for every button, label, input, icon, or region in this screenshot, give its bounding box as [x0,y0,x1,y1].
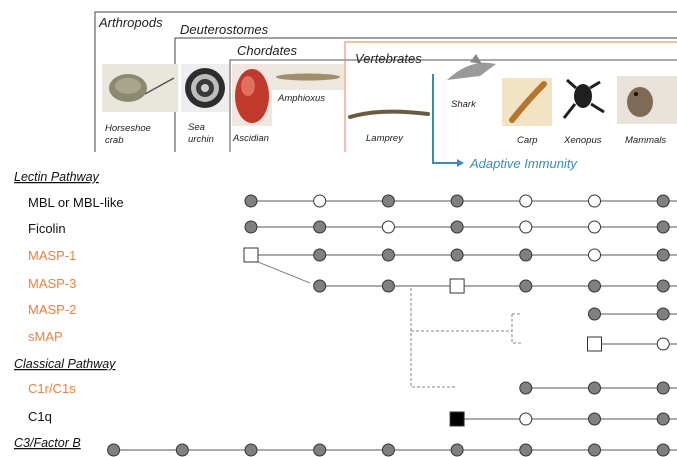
filled-circle-mark [588,412,601,426]
filled-circle-mark [519,443,533,457]
filled-circle-mark [656,194,670,208]
row-label-masp-2: MASP-2 [28,302,76,317]
amphioxus-image [272,64,344,90]
carp-image [502,78,552,126]
taxon-label-amphioxus: Amphioxus [277,93,325,104]
filled-circle-mark [107,443,121,457]
filled-circle-mark [381,194,395,208]
clade-label-chordates: Chordates [237,43,297,58]
filled-circle-mark [313,220,327,234]
filled-circle-mark [656,220,670,234]
open-circle-mark [588,220,601,234]
taxon-label-lamprey: Lamprey [366,133,404,144]
filled-circle-mark [450,194,464,208]
taxon-label-shark: Shark [451,99,477,110]
row-label-masp-3: MASP-3 [28,276,76,291]
filled-circle-mark [175,443,189,457]
open-circle-mark [381,220,395,234]
classical-pathway-heading: Classical Pathway [14,357,116,371]
row-label-mbl: MBL or MBL-like [28,195,124,210]
clade-label-deuterostomes: Deuterostomes [180,22,269,37]
taxon-label-ascidian: Ascidian [232,133,269,144]
filled-circle-mark [244,443,258,457]
row-label-c1r-c1s: C1r/C1s [28,381,76,396]
horseshoe-crab-image [102,64,178,112]
filled-circle-mark [313,279,327,293]
open-circle-mark [588,248,601,262]
filled-circle-mark [313,443,327,457]
adaptive-immunity-marker: Adaptive Immunity [432,74,578,171]
filled-circle-mark [244,220,258,234]
mammals-image [617,76,677,124]
open-circle-mark [656,337,670,351]
row-label-c1q: C1q [28,409,52,424]
shark-image [447,54,496,80]
filled-circle-mark [656,412,670,426]
taxon-label-xenopus: Xenopus [563,135,602,146]
filled-circle-mark [588,443,601,457]
clade-label-vertebrates: Vertebrates [355,51,422,66]
filled-circle-mark [519,381,533,395]
lectin-pathway-heading: Lectin Pathway [14,170,100,184]
filled-circle-mark [656,279,670,293]
open-square-mark [449,278,465,294]
filled-circle-mark [656,381,670,395]
filled-circle-mark [450,248,464,262]
filled-circle-mark [313,248,327,262]
open-square-mark [243,247,259,263]
open-square-mark [587,336,602,352]
filled-circle-mark [519,248,533,262]
taxon-label-carp: Carp [517,135,538,146]
phylogeny-header: Arthropods Deuterostomes Chordates Verte… [94,11,677,171]
filled-square-mark [449,411,465,427]
row-label-smap: sMAP [28,329,63,344]
taxon-label-mammals: Mammals [625,135,666,146]
open-circle-mark [519,194,533,208]
filled-circle-mark [519,279,533,293]
row-label-ficolin: Ficolin [28,221,66,236]
clade-label-arthropods: Arthropods [98,15,163,30]
filled-circle-mark [381,248,395,262]
filled-circle-mark [656,307,670,321]
sea-urchin-image [181,64,229,112]
open-circle-mark [519,412,533,426]
filled-circle-mark [381,443,395,457]
filled-circle-mark [656,248,670,262]
filled-circle-mark [450,220,464,234]
ascidian-image [232,64,272,126]
row-label-masp-1: MASP-1 [28,248,76,263]
gene-presence-marks [107,194,677,457]
xenopus-image [562,78,605,119]
adaptive-immunity-label: Adaptive Immunity [469,156,578,171]
row-labels: MBL or MBL-like Ficolin MASP-1 MASP-3 MA… [28,195,124,424]
filled-circle-mark [381,279,395,293]
open-circle-mark [588,194,601,208]
filled-circle-mark [588,381,601,395]
lamprey-image [348,109,430,119]
filled-circle-mark [656,443,670,457]
open-circle-mark [519,220,533,234]
open-circle-mark [313,194,327,208]
filled-circle-mark [450,443,464,457]
filled-circle-mark [588,279,601,293]
filled-circle-mark [244,194,258,208]
duplication-connectors [257,261,522,388]
c3-factor-b-label: C3/Factor B [14,436,81,450]
filled-circle-mark [588,307,601,321]
